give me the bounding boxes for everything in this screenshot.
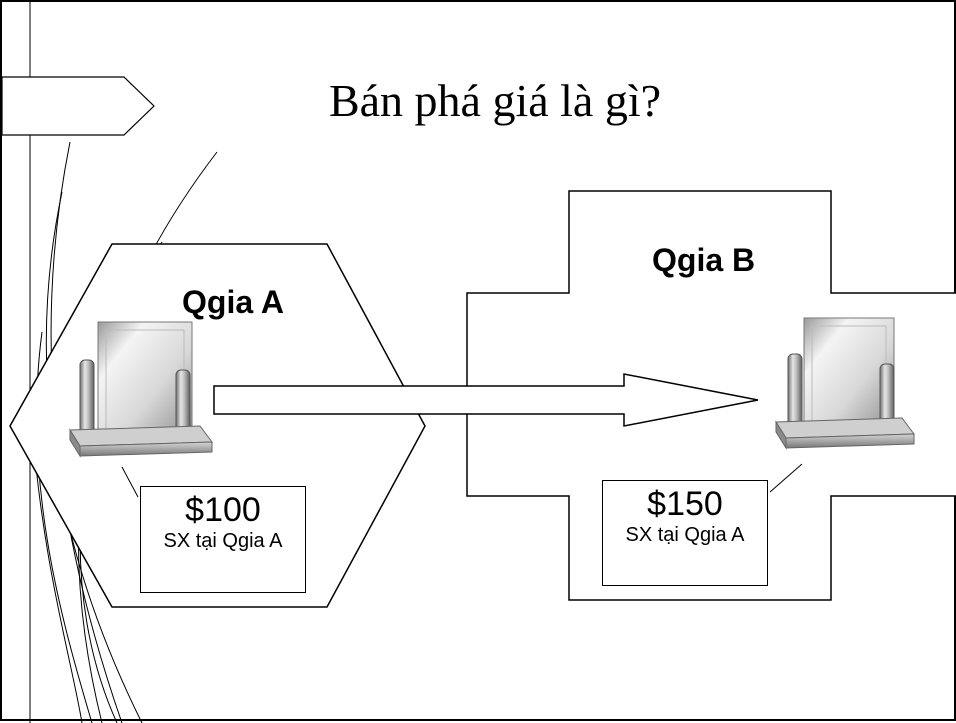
origin-b: SX tại Qgia A [625, 524, 745, 546]
callout-line-b [769, 463, 803, 493]
price-box-b: $150 SX tại Qgia A [602, 480, 768, 586]
price-b: $150 [647, 485, 723, 523]
country-b-label: Qgia B [652, 242, 756, 278]
country-a-label: Qgia A [182, 284, 284, 320]
product-b-trophy-icon [775, 317, 915, 450]
slide-title: Bán phá giá là gì? [328, 75, 662, 126]
chevron-right-icon [2, 76, 155, 136]
price-box-a: $100 SX tại Qgia A [140, 486, 306, 593]
origin-a: SX tại Qgia A [163, 530, 283, 552]
product-a-trophy-icon [69, 321, 213, 458]
price-a: $100 [185, 491, 261, 529]
right-arrow-icon [213, 373, 759, 427]
callout-line-a [121, 466, 139, 498]
